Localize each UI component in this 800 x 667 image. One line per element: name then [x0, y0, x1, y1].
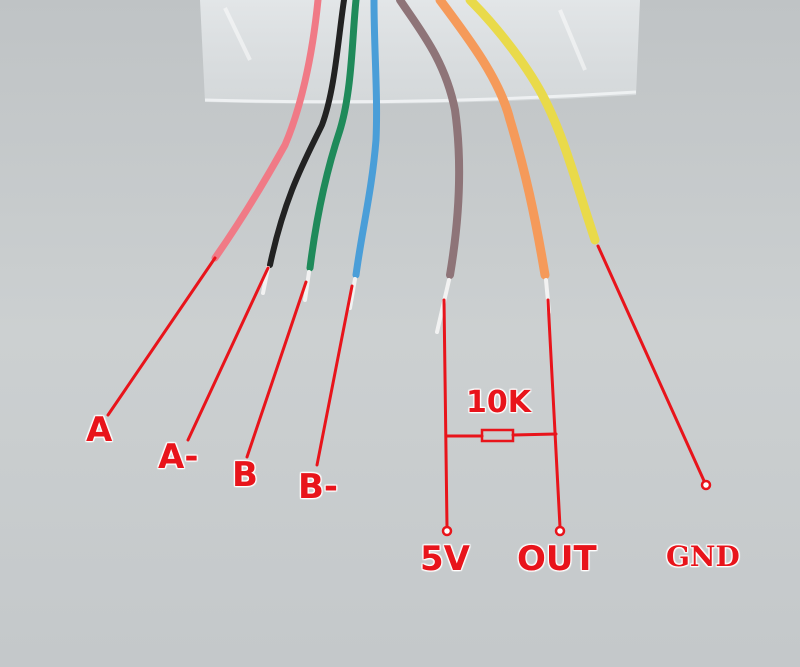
line-gnd — [596, 244, 707, 485]
terminal-gnd — [700, 479, 712, 491]
line-a-minus — [186, 266, 270, 442]
yellow-wire — [465, 0, 600, 245]
black-wire — [267, 0, 347, 268]
blue-wire — [352, 0, 381, 279]
resistor-symbol — [480, 428, 515, 443]
pink-wire — [211, 0, 322, 262]
plastic-bag — [200, 0, 640, 104]
label-a: A — [86, 410, 113, 450]
resistor-lead-right — [511, 432, 558, 437]
line-out — [546, 298, 562, 529]
label-gnd: GND — [666, 540, 740, 573]
terminal-out — [554, 525, 566, 537]
line-b-minus — [315, 284, 354, 467]
line-a — [106, 256, 217, 417]
annotation-lines — [106, 244, 707, 529]
orange-wire — [435, 0, 550, 280]
label-resistor-value: 10K — [466, 385, 531, 420]
label-b: B — [232, 455, 258, 495]
terminal-circles — [441, 479, 712, 537]
label-5v: 5V — [420, 539, 470, 579]
green-wire — [306, 0, 360, 272]
bag-edge — [204, 90, 637, 104]
line-b — [245, 280, 308, 459]
label-out: OUT — [517, 539, 597, 579]
line-5v — [442, 298, 449, 529]
bag-reflection — [223, 7, 587, 71]
label-a-minus: A- — [158, 437, 199, 477]
terminal-5v — [441, 525, 453, 537]
label-b-minus: B- — [298, 467, 339, 507]
brown-wire — [396, 0, 464, 279]
